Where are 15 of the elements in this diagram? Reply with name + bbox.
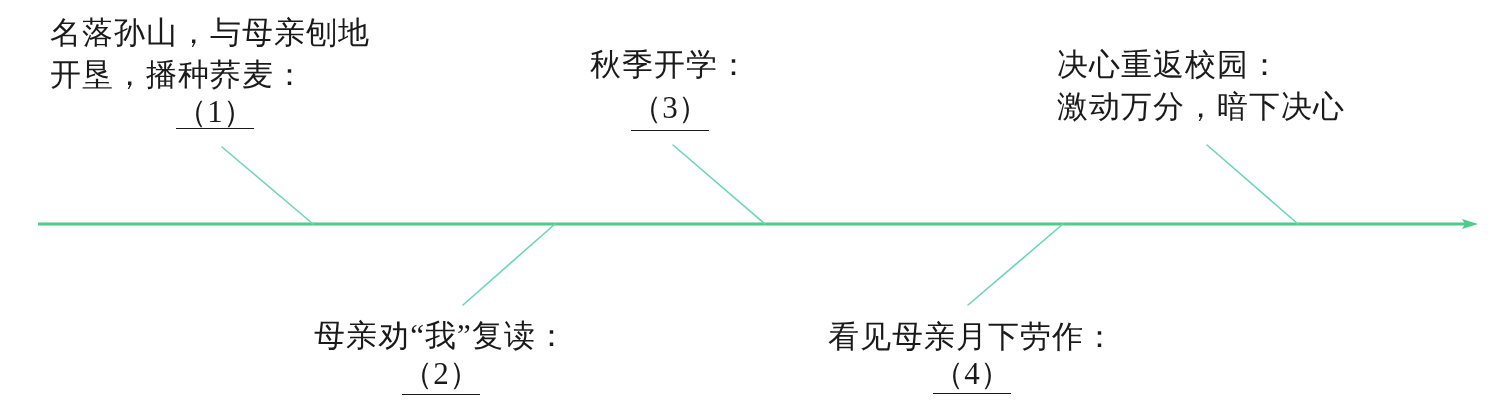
fill-in-line: （2）	[402, 354, 480, 395]
leader-line	[1206, 144, 1299, 225]
event-text: 秋季开学：	[589, 46, 751, 84]
leader-line	[672, 144, 766, 225]
fill-in-line: （3）	[631, 86, 709, 131]
fill-in-line: （4）	[933, 355, 1011, 394]
leader-line	[221, 146, 314, 225]
leader-line	[462, 223, 556, 306]
event-text: 看见母亲月下劳作：	[827, 319, 1117, 355]
fill-in-line: （1）	[176, 96, 254, 129]
event-text: 决心重返校园：	[1057, 46, 1282, 84]
event-text: 母亲劝“我”复读：	[313, 318, 569, 354]
leader-line	[967, 223, 1064, 306]
event-text: 名落孙山，与母亲刨地开垦，播种荞麦：	[50, 14, 371, 94]
answer-text: 激动万分，暗下决心	[1057, 88, 1346, 126]
